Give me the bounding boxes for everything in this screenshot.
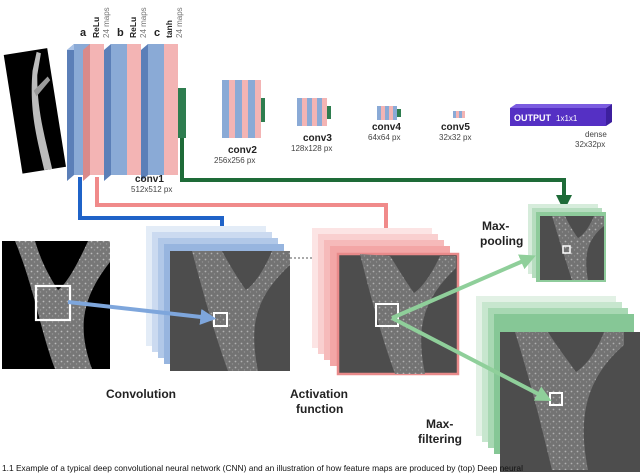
figure-caption: 1.1 Example of a typical deep convolutio… (2, 463, 523, 473)
conv-feature-stack (146, 226, 290, 371)
conv1-activation-c: tanh (164, 20, 174, 38)
conv3-size: 128x128 px (291, 144, 332, 153)
activation-feature-stack (312, 228, 460, 376)
activation-label-line2: function (296, 402, 343, 416)
conv1-letter-c: c (154, 27, 160, 39)
conv5-block (453, 111, 465, 118)
conv1-layer-b-blue (111, 44, 127, 175)
conv1-activation-a: ReLu (91, 17, 101, 38)
conv1-maps-b: 24 maps (139, 7, 148, 38)
maxpool-feature-stack (528, 204, 606, 282)
output-size: 32x32px (575, 140, 605, 149)
output-dims: 1x1x1 (556, 114, 578, 123)
conv4-label: conv4 (372, 122, 401, 133)
output-label: OUTPUT (514, 113, 552, 123)
conv1-letter-a: a (80, 27, 87, 39)
conv1-maps-c: 24 maps (175, 7, 184, 38)
conv1-block (67, 44, 186, 181)
maxfilter-arrow (391, 316, 552, 401)
green-connector-arrow (180, 138, 572, 211)
conv4-size: 64x64 px (368, 133, 400, 142)
maxpool-label-line1: Max- (482, 219, 509, 233)
conv5-label: conv5 (441, 122, 470, 133)
conv4-block (377, 106, 401, 120)
convolution-label: Convolution (106, 387, 176, 401)
conv1-maps-a: 24 maps (102, 7, 111, 38)
conv1-activation-b: ReLu (128, 17, 138, 38)
activation-label-line1: Activation (290, 387, 348, 401)
convolution-arrow (67, 300, 217, 325)
pink-connector-arrow (95, 177, 394, 246)
conv1-label: conv1 (135, 174, 164, 185)
conv1-layer-a-pink (90, 44, 104, 175)
output-layer (510, 104, 612, 126)
conv1-size: 512x512 px (131, 185, 172, 194)
conv1-letter-b: b (117, 27, 124, 39)
conv3-label: conv3 (303, 133, 332, 144)
conv2-size: 256x256 px (214, 156, 255, 165)
conv1-layer-c-pink (164, 44, 178, 175)
maxfilter-label-line1: Max- (426, 417, 453, 431)
conv1-layer-c-blue (148, 44, 164, 175)
conv2-label: conv2 (228, 145, 257, 156)
input-image (3, 48, 66, 174)
conv1-pool-green (178, 88, 186, 138)
conv5-size: 32x32 px (439, 133, 471, 142)
maxfilter-feature-stack (476, 296, 640, 472)
maxpool-box (562, 245, 571, 254)
conv2-block (222, 80, 265, 138)
maxpool-arrow (391, 254, 536, 320)
maxfilter-label-line2: filtering (418, 432, 462, 446)
output-type: dense (585, 130, 607, 139)
maxpool-label-line2: pooling (480, 234, 523, 248)
conv3-block (297, 98, 331, 126)
conv1-layer-b-pink (127, 44, 141, 175)
